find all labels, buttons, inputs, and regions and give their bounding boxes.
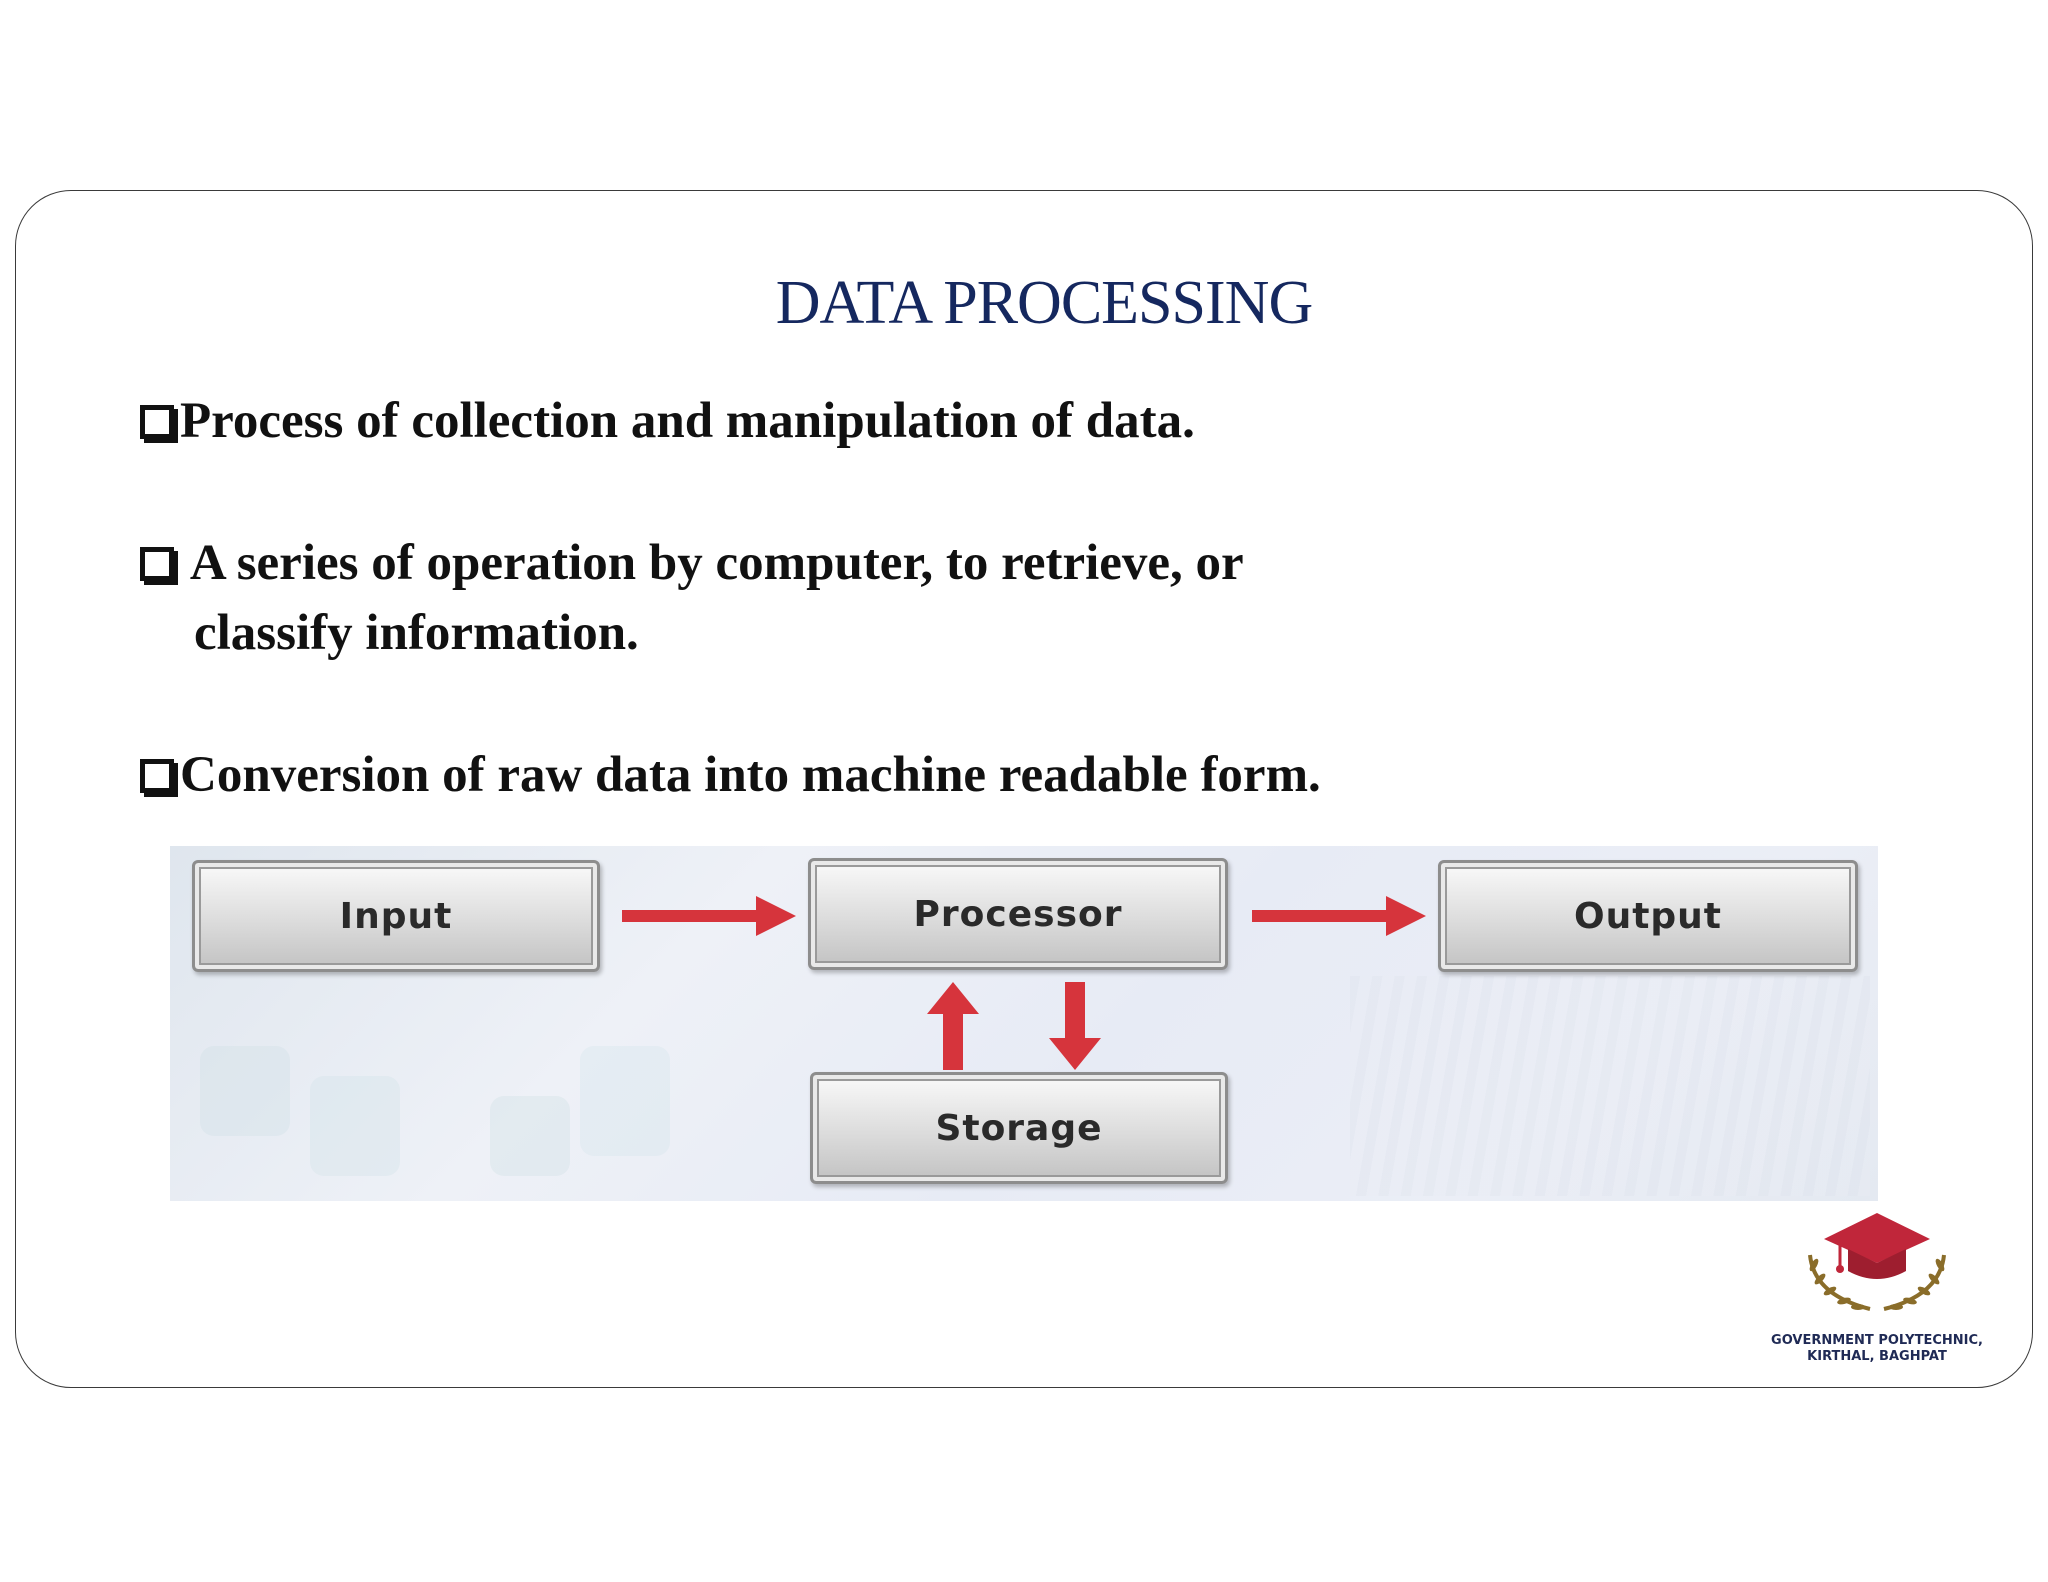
background-decoration: [490, 1096, 570, 1176]
logo-caption: GOVERNMENT POLYTECHNIC, KIRTHAL, BAGHPAT: [1752, 1333, 2002, 1365]
checkbox-bullet-icon: [140, 405, 174, 439]
bullet-item: Process of collection and manipulation o…: [140, 386, 1195, 456]
storage-node: Storage: [810, 1072, 1228, 1184]
arrow-up-icon: [927, 982, 979, 1070]
slide-title: DATA PROCESSING: [775, 269, 1313, 337]
checkbox-bullet-icon: [140, 759, 174, 793]
bullet-text-line1: A series of operation by computer, to re…: [180, 535, 1244, 591]
arrow-right-icon: [1252, 896, 1426, 936]
background-decoration: [310, 1076, 400, 1176]
background-decoration: [1350, 976, 1870, 1196]
bullet-item: Conversion of raw data into machine read…: [140, 740, 1321, 810]
arrow-right-icon: [622, 896, 796, 936]
arrow-down-icon: [1049, 982, 1101, 1070]
processor-node: Processor: [808, 858, 1228, 970]
bullet-text-line2: classify information.: [194, 605, 639, 661]
logo-line2: KIRTHAL, BAGHPAT: [1807, 1349, 1947, 1364]
bullet-text: Conversion of raw data into machine read…: [180, 747, 1321, 803]
checkbox-bullet-icon: [140, 547, 174, 581]
logo-line1: GOVERNMENT POLYTECHNIC,: [1771, 1333, 1983, 1348]
bullet-item: A series of operation by computer, to re…: [140, 528, 1244, 668]
institution-logo: GOVERNMENT POLYTECHNIC, KIRTHAL, BAGHPAT: [1752, 1205, 2002, 1365]
slide-frame: [15, 190, 2033, 1388]
background-decoration: [200, 1046, 290, 1136]
bullet-text: Process of collection and manipulation o…: [180, 393, 1195, 449]
output-node: Output: [1438, 860, 1858, 972]
background-decoration: [580, 1046, 670, 1156]
input-node: Input: [192, 860, 600, 972]
graduation-cap-icon: [1808, 1213, 1946, 1311]
data-processing-diagram: Input Processor Output Storage: [170, 846, 1878, 1201]
